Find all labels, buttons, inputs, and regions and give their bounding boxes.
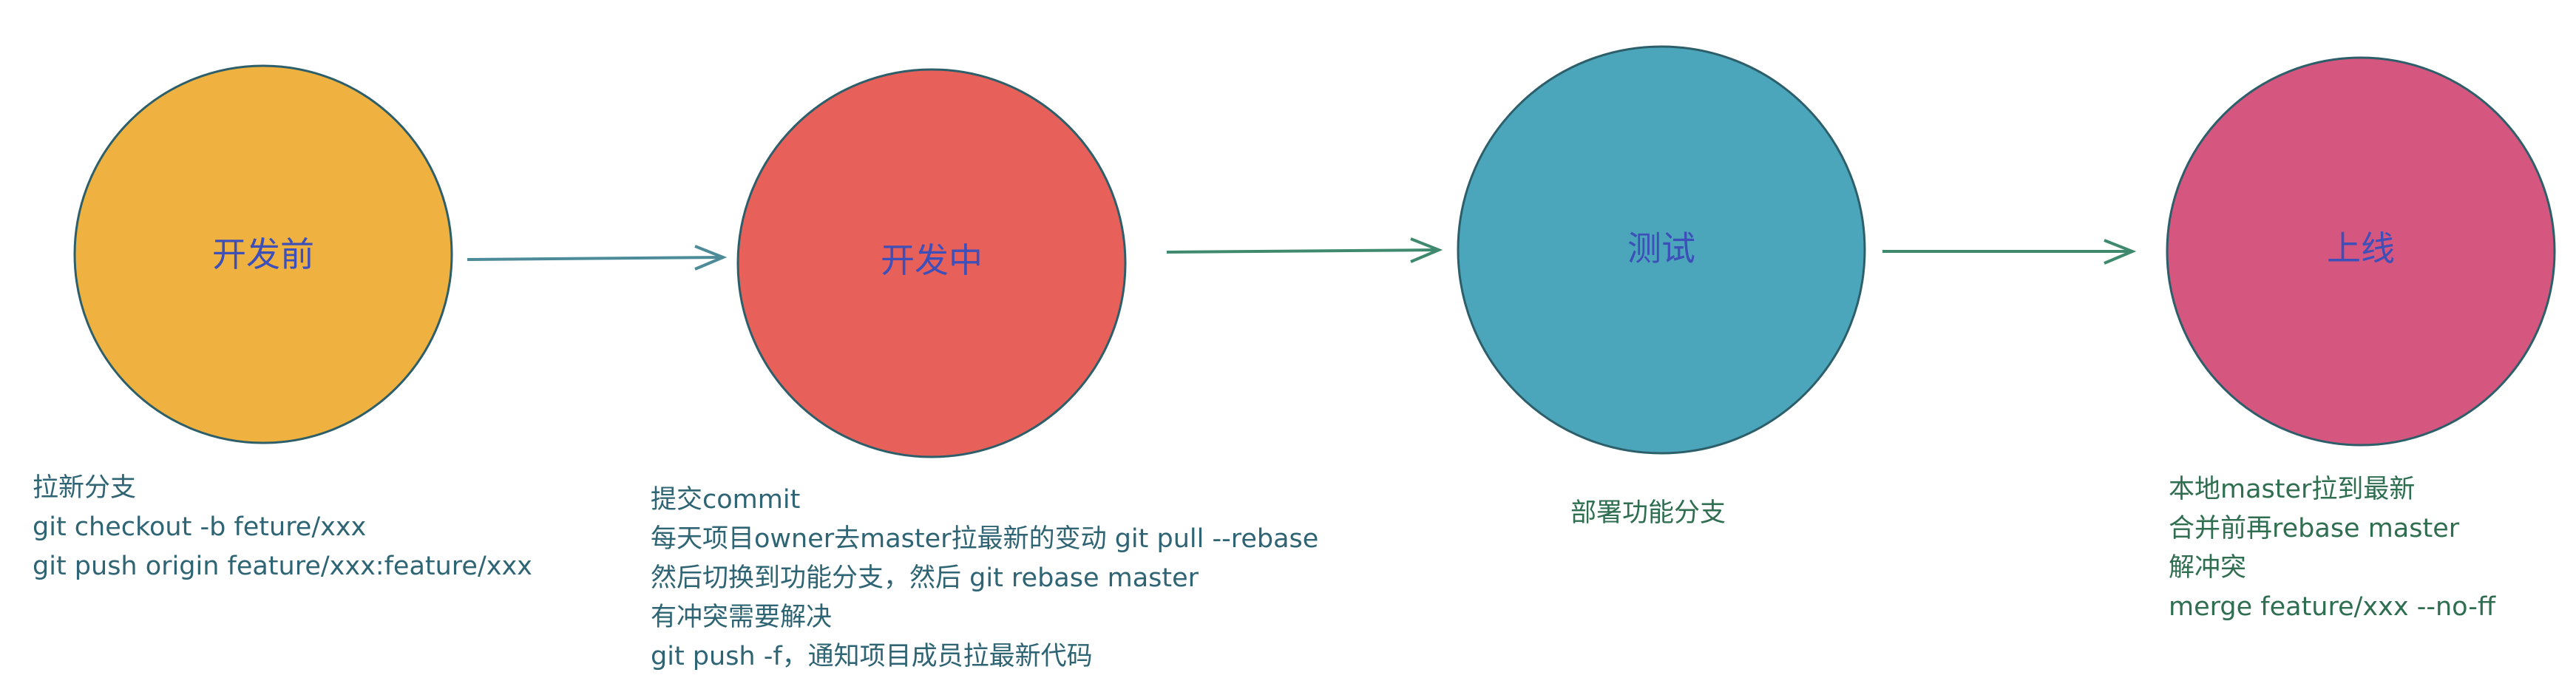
note-line: git push origin feature/xxx:feature/xxx	[33, 552, 532, 581]
stage-circle	[1457, 45, 1866, 455]
stage-label: 测试	[1627, 228, 1695, 268]
notes-testing: 部署功能分支	[1570, 494, 1726, 533]
note-line: 然后切换到功能分支，然后 git rebase master	[651, 563, 1199, 593]
note-line: merge feature/xxx --no-ff	[2169, 592, 2495, 622]
note-line: 本地master拉到最新	[2169, 475, 2416, 504]
stage-circle	[2166, 56, 2556, 447]
note-line: 合并前再rebase master	[2169, 514, 2460, 543]
stage-circle	[73, 64, 453, 444]
stage-label: 上线	[2327, 228, 2395, 268]
note-line: 部署功能分支	[1570, 498, 1726, 528]
note-line: 提交commit	[651, 485, 801, 515]
stage-release: 上线	[2166, 56, 2556, 447]
stage-circle	[736, 68, 1127, 458]
note-line: 解冲突	[2169, 553, 2247, 583]
notes-release: 本地master拉到最新 合并前再rebase master 解冲突 merge…	[2169, 470, 2495, 627]
stage-testing: 测试	[1457, 45, 1866, 455]
arrow-1	[467, 245, 728, 271]
notes-developing: 提交commit 每天项目owner去master拉最新的变动 git pull…	[651, 481, 1318, 677]
note-line: 每天项目owner去master拉最新的变动 git pull --rebase	[651, 524, 1319, 554]
stage-before: 开发前	[73, 64, 453, 444]
note-line: 有冲突需要解决	[651, 603, 833, 632]
arrow-3	[1882, 239, 2137, 265]
note-line: git push -f，通知项目成员拉最新代码	[651, 642, 1093, 671]
notes-before: 拉新分支 git checkout -b feture/xxx git push…	[33, 469, 532, 586]
note-line: 拉新分支	[33, 473, 137, 503]
stage-developing: 开发中	[736, 68, 1127, 458]
note-line: git checkout -b feture/xxx	[33, 512, 367, 542]
arrow-2	[1166, 237, 1443, 263]
stage-label: 开发中	[881, 240, 983, 280]
stage-label: 开发前	[212, 234, 314, 274]
